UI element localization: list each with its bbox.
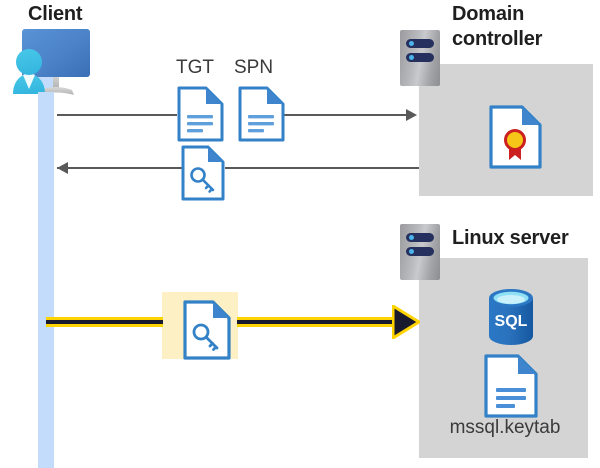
- key-document-icon: [181, 145, 225, 201]
- request-arrowhead: [406, 109, 417, 121]
- user-computer-icon: [4, 26, 96, 111]
- response-line-segment-right: [225, 167, 419, 169]
- tgt-document-icon: [177, 86, 224, 142]
- domain-controller-server-rack-icon: [400, 30, 440, 86]
- linux-server-title: Linux server: [452, 227, 569, 249]
- certificate-document-icon: [489, 105, 542, 169]
- request-line-segment-right: [281, 114, 406, 116]
- sql-database-icon: SQL: [481, 286, 541, 353]
- client-lifeline: [38, 70, 54, 468]
- request-line-segment-left: [57, 114, 177, 116]
- keytab-filename-label: mssql.keytab: [449, 417, 561, 438]
- server-bay-icon: [406, 53, 434, 62]
- keytab-document-icon: [484, 354, 538, 418]
- response-arrowhead: [57, 162, 68, 174]
- service-ticket-key-document-icon: [183, 300, 231, 360]
- spn-document-icon: [238, 86, 285, 142]
- linux-server-rack-icon: [400, 224, 440, 280]
- service-ticket-line-right: [237, 317, 412, 327]
- domain-controller-title: Domain controller: [452, 3, 543, 50]
- server-bay-icon: [406, 39, 434, 48]
- client-title: Client: [28, 3, 83, 25]
- service-ticket-arrowhead: [391, 304, 421, 340]
- response-line-segment-left: [57, 167, 183, 169]
- server-bay-icon: [406, 233, 434, 242]
- sql-database-label: SQL: [495, 313, 528, 330]
- service-ticket-line-left: [46, 317, 163, 327]
- tgt-label: TGT: [176, 57, 214, 78]
- server-bay-icon: [406, 247, 434, 256]
- spn-label: SPN: [234, 57, 274, 78]
